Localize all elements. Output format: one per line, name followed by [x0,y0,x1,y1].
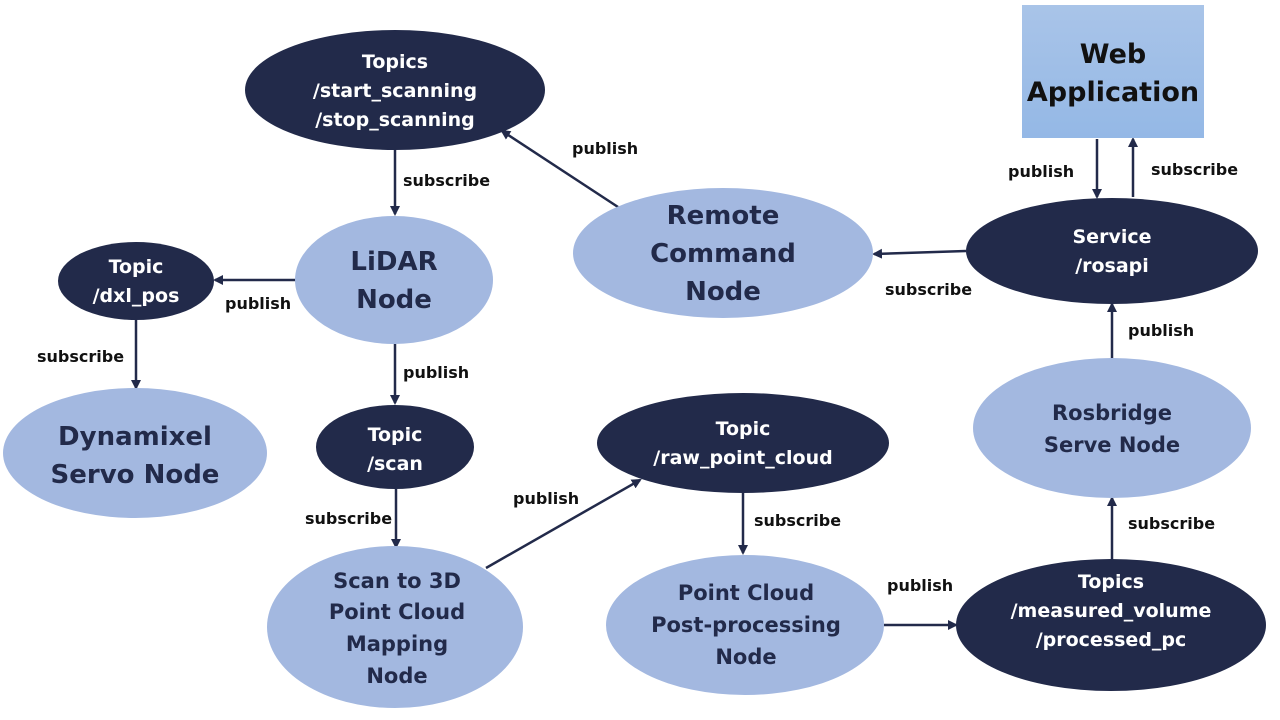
edge-label-publish: publish [225,294,291,313]
node-label-line: /processed_pc [1036,629,1187,651]
edge-label-subscribe: subscribe [885,280,972,299]
node-remote-command: Remote Command Node [573,188,873,318]
node-label-line: Mapping [346,632,448,656]
edge-label-subscribe: subscribe [305,509,392,528]
node-label-line: Post-processing [651,613,841,637]
node-label-line: Web [1080,39,1146,70]
edge-label-subscribe: subscribe [1151,160,1238,179]
node-label-line: Dynamixel [58,422,212,452]
node-label-line: /scan [367,453,423,475]
edge-label-publish: publish [403,363,469,382]
node-topic-scan: Topic /scan [316,405,474,489]
edge-service-to-remote [872,248,967,259]
edge-labels: subscribe publish subscribe publish publ… [37,139,1238,595]
edge-label-subscribe: subscribe [403,171,490,190]
node-label-line: Node [356,285,432,315]
node-label-line: /start_scanning [313,80,477,102]
node-service-rosapi: Service /rosapi [966,198,1258,304]
node-label-line: Remote [667,201,780,231]
edge-label-subscribe: subscribe [754,511,841,530]
node-label-line: Point Cloud [678,581,814,605]
node-label-line: Node [366,664,427,688]
node-web-application: Web Application [1022,5,1204,138]
node-label-line: /raw_point_cloud [653,447,832,469]
node-label-line: Node [685,277,761,307]
node-topics-scan-control: Topics /start_scanning /stop_scanning [245,30,545,150]
node-lidar: LiDAR Node [295,216,493,344]
node-label-line: Command [650,239,796,269]
node-label-line: Point Cloud [329,600,465,624]
edge-label-publish: publish [1008,162,1074,181]
node-label-line: Serve Node [1044,433,1180,457]
node-label-line: Scan to 3D [333,569,461,593]
edge-label-subscribe: subscribe [37,347,124,366]
node-label-line: /rosapi [1075,255,1149,277]
edge-label-publish: publish [1128,321,1194,340]
node-label-line: Topic [109,256,164,278]
node-label-line: Application [1027,77,1199,108]
node-rosbridge: Rosbridge Serve Node [973,358,1251,498]
node-label-line: /stop_scanning [315,109,475,131]
edge-label-publish: publish [887,576,953,595]
node-label-line: Topics [1078,571,1144,593]
edge-remote-to-topics [500,129,619,209]
edge-label-publish: publish [572,139,638,158]
node-label-line: Rosbridge [1052,401,1172,425]
node-label-line: Service [1073,226,1152,248]
node-point-cloud-post-processing: Point Cloud Post-processing Node [606,555,884,695]
node-label-line: /dxl_pos [93,285,180,307]
node-label-line: /measured_volume [1011,600,1212,622]
node-scan-to-3d-mapping: Scan to 3D Point Cloud Mapping Node [267,546,523,708]
edges [131,129,1138,630]
node-label-line: LiDAR [350,247,437,277]
node-label-line: Servo Node [51,460,220,490]
node-dynamixel-servo: Dynamixel Servo Node [3,388,267,518]
edge-label-subscribe: subscribe [1128,514,1215,533]
node-topic-dxl-pos: Topic /dxl_pos [58,242,214,320]
edge-label-publish: publish [513,489,579,508]
node-label-line: Topics [362,51,428,73]
node-topic-raw-point-cloud: Topic /raw_point_cloud [597,393,889,493]
node-label-line: Topic [368,424,423,446]
edge-scan3d-to-raw [485,478,642,570]
node-topics-output: Topics /measured_volume /processed_pc [956,559,1266,691]
node-label-line: Topic [716,418,771,440]
node-label-line: Node [715,645,776,669]
